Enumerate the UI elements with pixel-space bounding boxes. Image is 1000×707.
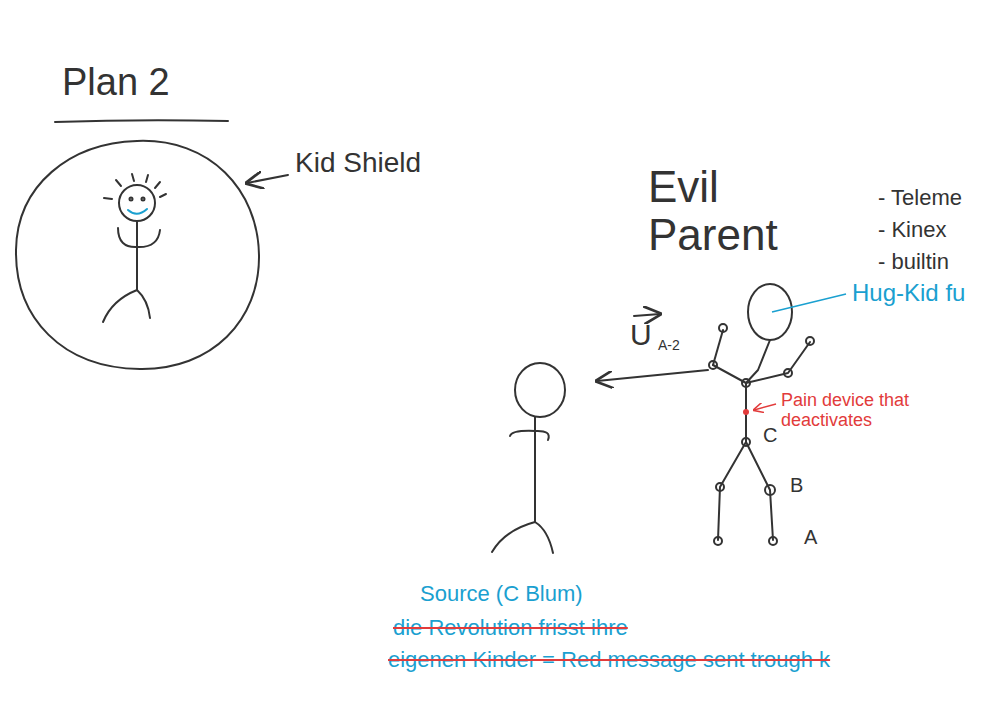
vector-arrow <box>597 370 708 381</box>
annotation: Pain device that deactivates <box>781 391 981 431</box>
list-item: - Teleme <box>878 186 962 210</box>
target-kid <box>492 363 565 553</box>
shielded-kid <box>103 174 166 322</box>
source-note: Source (C Blum) <box>420 582 583 606</box>
struck-note: die Revolution frisst ihre <box>393 616 628 640</box>
hug-leader <box>772 294 846 312</box>
figure-title: Evil Parent <box>648 163 833 260</box>
joint-label: C <box>763 424 777 446</box>
vector-accent <box>634 314 660 316</box>
title-underline <box>55 120 228 122</box>
vector-symbol: U <box>630 318 652 351</box>
pain-device <box>743 409 749 415</box>
leader-arrow <box>247 175 288 183</box>
joint-label: A <box>804 526 817 548</box>
shield-label: Kid Shield <box>295 148 425 179</box>
struck-note: eigenen Kinder = Red message sent trough… <box>388 648 830 672</box>
pain-leader <box>754 404 776 410</box>
list-item: - builtin <box>878 250 949 274</box>
title: Plan 2 <box>62 62 170 104</box>
annotation: Hug-Kid fu <box>852 280 965 306</box>
kid-shield <box>16 141 259 369</box>
list-item: - Kinex <box>878 218 946 242</box>
joint-label: B <box>790 474 803 496</box>
vector-subscript: A-2 <box>658 338 680 353</box>
